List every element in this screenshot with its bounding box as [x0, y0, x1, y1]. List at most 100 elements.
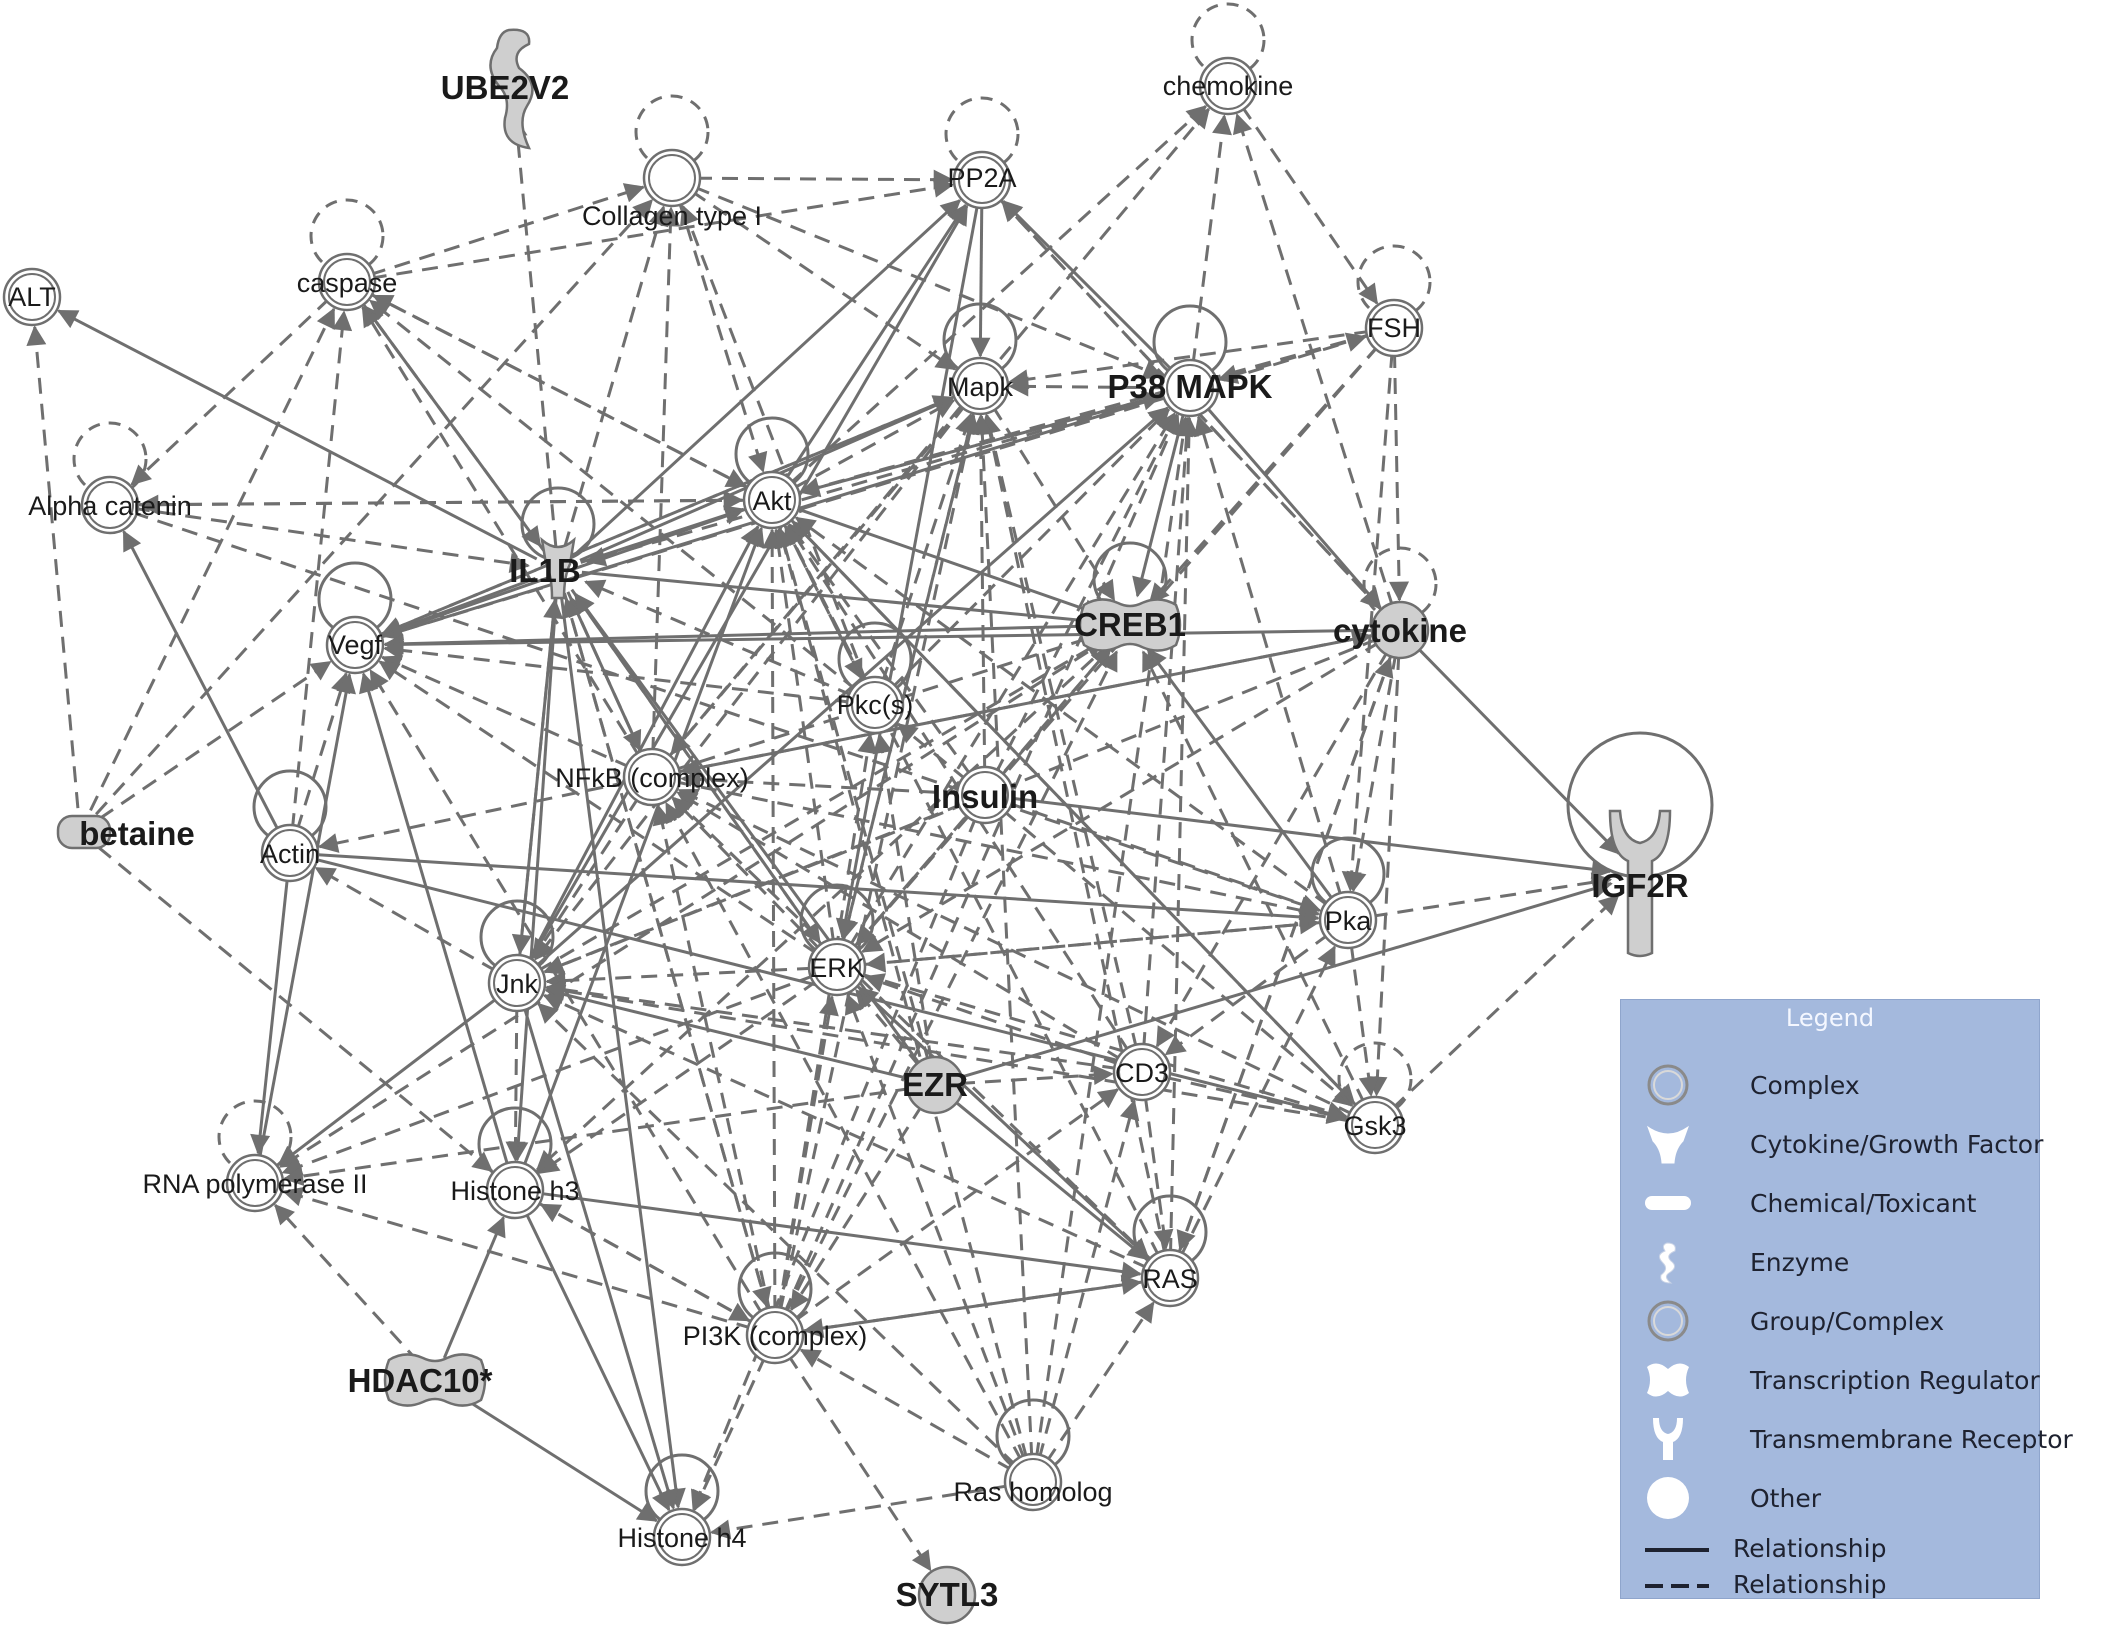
node-jnk[interactable] [487, 953, 547, 1013]
label-igf2r: IGF2R [1591, 867, 1688, 904]
node-fsh[interactable] [1364, 298, 1424, 358]
node-cd3[interactable] [1112, 1042, 1172, 1102]
node-rashom[interactable] [1003, 1452, 1063, 1512]
node-gsk3[interactable] [1345, 1095, 1405, 1155]
node-shape-inner [956, 362, 1004, 410]
node-shape [1364, 298, 1424, 358]
node-shape [642, 148, 702, 208]
self-loop-fsh [1356, 244, 1432, 320]
node-h4[interactable] [652, 1507, 712, 1567]
node-alpha[interactable] [80, 475, 140, 535]
edge-pi3k-to-pkcs [777, 732, 878, 1312]
node-actin[interactable] [260, 823, 320, 883]
node-shape [1003, 1452, 1063, 1512]
edge-pkcs-to-vegf [383, 640, 852, 704]
node-chemokine[interactable] [1198, 56, 1258, 116]
edge-h3-to-ras [538, 1191, 1142, 1282]
edge-pkcs-to-p38 [890, 408, 1171, 690]
node-mapk[interactable] [950, 356, 1010, 416]
node-collagen[interactable] [642, 148, 702, 208]
node-pkcs[interactable] [845, 675, 905, 735]
edge-cd3-to-nfkb [676, 791, 1123, 1061]
node-pi3k[interactable] [745, 1305, 805, 1365]
node-shape [80, 475, 140, 535]
transmembrane-receptor-icon [1653, 1418, 1683, 1460]
node-caspase[interactable] [317, 252, 377, 312]
edge-p38-to-il1b [585, 393, 1168, 567]
node-il1b[interactable] [540, 536, 576, 600]
node-shape [56, 814, 112, 850]
node-p38[interactable] [1160, 358, 1220, 418]
edge-pp2a-to-cytokine [997, 196, 1381, 610]
edge-creb1-to-h3 [535, 640, 1114, 1171]
edge-nfkb-to-jnk [532, 796, 641, 960]
edge-collagen-to-p38 [693, 185, 1164, 380]
node-pp2a[interactable] [952, 150, 1012, 210]
node-erk[interactable] [807, 937, 867, 997]
edge-rashom-to-mapk [972, 414, 1034, 1459]
node-shape-inner [491, 1166, 539, 1214]
node-vegf[interactable] [325, 615, 385, 675]
legend-label: Transcription Regulator [1750, 1366, 2040, 1395]
edge-jnk-to-rnapol [277, 996, 499, 1166]
edge-akt-to-creb1 [794, 506, 1104, 619]
edge-ezr-to-jnk [544, 984, 913, 1081]
legend-title: Legend [1785, 1004, 1875, 1032]
label-erk: ERK [809, 953, 865, 983]
node-shape [905, 1055, 965, 1115]
node-h3[interactable] [485, 1160, 545, 1220]
node-ezr[interactable] [905, 1055, 965, 1115]
node-alt[interactable] [2, 267, 62, 327]
node-shape [622, 747, 682, 807]
self-loop-rnapol [217, 1099, 293, 1175]
node-ras[interactable] [1140, 1248, 1200, 1308]
legend-label: Enzyme [1750, 1248, 1850, 1277]
node-shape [652, 1507, 712, 1567]
node-shape-inner [231, 1159, 279, 1207]
edge-jnk-to-il1b [517, 598, 564, 960]
node-igf2r[interactable] [1608, 809, 1672, 958]
edge-erk-to-jnk [545, 966, 814, 991]
node-sytl3[interactable] [917, 1565, 977, 1625]
edge-akt-to-chemokine [788, 105, 1208, 486]
node-creb1[interactable] [1078, 598, 1182, 652]
edge-mapk-to-jnk [534, 404, 967, 961]
edge-h3-to-pi3k [535, 1200, 751, 1322]
node-shape-inner [1324, 896, 1372, 944]
edge-alpha-to-pka [132, 511, 1322, 915]
edge-insulin-to-jnk [543, 802, 964, 975]
edge-insulin-to-igf2r [1008, 796, 1612, 880]
edge-cd3-to-jnk [545, 979, 1119, 1071]
node-shape [317, 252, 377, 312]
node-shape-inner [1146, 1254, 1194, 1302]
edge-nfkb-to-chemokine [666, 107, 1210, 760]
edge-nfkb-to-pka [675, 780, 1321, 921]
node-betaine[interactable] [56, 814, 112, 850]
edge-pi3k-to-akt [762, 528, 783, 1312]
node-shape-inner [493, 959, 541, 1007]
edge-pkcs-to-collagen [680, 204, 868, 684]
transcription-regulator-icon [1647, 1363, 1689, 1397]
node-shape-inner [266, 829, 314, 877]
label-actin: Actin [260, 839, 320, 869]
edge-fsh-to-akt [799, 332, 1372, 497]
edge-jnk-to-h3 [505, 1006, 526, 1162]
node-akt[interactable] [742, 470, 802, 530]
node-shape-inner [1351, 1101, 1399, 1149]
node-hdac10[interactable] [383, 1353, 487, 1407]
node-shape [1198, 56, 1258, 116]
node-cytokine[interactable] [1370, 600, 1430, 660]
node-pka[interactable] [1318, 890, 1378, 950]
edge-caspase-to-collagen [369, 183, 645, 277]
node-ube2v2[interactable] [489, 28, 534, 150]
legend-label: Complex [1750, 1071, 1860, 1100]
label-sytl3: SYTL3 [896, 1576, 999, 1613]
edge-jnk-to-h4 [522, 1005, 678, 1510]
node-insulin[interactable] [955, 765, 1015, 825]
node-nfkb[interactable] [622, 747, 682, 807]
legend-label: Relationship [1733, 1570, 1887, 1599]
node-rnapol[interactable] [225, 1153, 285, 1213]
edge-insulin-to-p38 [994, 413, 1178, 775]
